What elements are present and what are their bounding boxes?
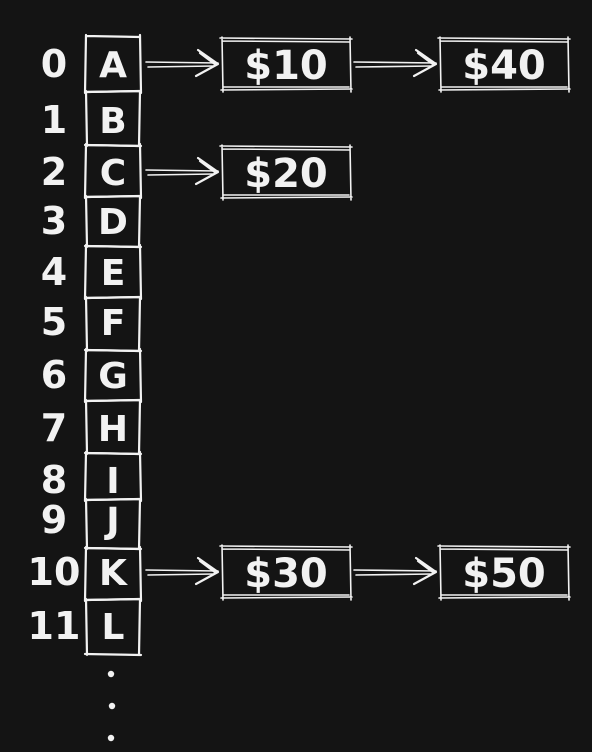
node-value: $20 <box>244 151 328 197</box>
bucket-cell-border <box>83 497 143 551</box>
index-label-10: 10 <box>28 550 81 594</box>
arrow-shaft <box>145 61 219 68</box>
bucket-cell-a: A <box>83 33 143 95</box>
node-value: $40 <box>462 43 546 89</box>
bucket-cell-border <box>83 545 143 603</box>
bucket-cell-e: E <box>83 243 143 301</box>
bucket-key-l: L <box>102 607 125 648</box>
arrow-shaft <box>145 569 219 576</box>
bucket-cell-border <box>83 450 143 503</box>
linked-node-usd-10: $10 <box>219 36 353 93</box>
arrow-shaft <box>353 569 437 576</box>
chain-arrow <box>145 48 220 78</box>
chain-arrow <box>145 556 220 586</box>
index-column: 0 1 2 3 4 5 6 7 89 10 11 <box>28 42 81 648</box>
chain-arrow <box>353 48 438 78</box>
bucket-cell-k: K <box>83 545 143 603</box>
bucket-cell-j: J <box>83 497 143 551</box>
index-label-9: 9 <box>41 498 67 542</box>
index-label-0: 0 <box>41 42 67 86</box>
node-border <box>219 36 353 93</box>
bucket-cell-f: F <box>83 295 143 353</box>
bucket-cell-border <box>83 142 143 200</box>
index-label-4: 4 <box>41 250 67 294</box>
bucket-key-c: C <box>100 153 126 194</box>
ellipsis-dot <box>107 734 115 742</box>
arrow-head <box>194 556 220 586</box>
bucket-key-f: F <box>101 303 126 344</box>
index-label-6: 6 <box>41 353 67 397</box>
arrow-head <box>412 48 438 78</box>
index-label-11: 11 <box>28 604 81 648</box>
node-border <box>219 144 353 201</box>
ellipsis-dot <box>108 702 116 710</box>
ellipsis-dot <box>107 670 115 678</box>
chains: $10 $40 $20 $30 $50 <box>145 36 571 601</box>
bucket-cell-border <box>83 295 143 353</box>
continuation-dots <box>107 670 116 742</box>
bucket-cell-h: H <box>83 398 143 456</box>
bucket-cell-b: B <box>83 89 143 148</box>
arrow-head <box>194 156 220 186</box>
bucket-key-k: K <box>99 553 128 594</box>
linked-node-usd-20: $20 <box>219 144 353 201</box>
index-label-5: 5 <box>41 300 67 344</box>
index-label-7: 7 <box>41 406 67 450</box>
node-border <box>437 36 571 93</box>
bucket-cell-c: C <box>83 142 143 200</box>
arrow-head <box>194 48 220 78</box>
bucket-cell-i: I <box>83 450 143 503</box>
bucket-cell-border <box>83 89 143 148</box>
arrow-shaft <box>145 169 219 176</box>
bucket-key-d: D <box>98 202 128 243</box>
bucket-cell-border <box>83 398 143 456</box>
bucket-key-e: E <box>101 253 126 294</box>
index-label-2: 2 <box>41 150 67 194</box>
bucket-key-g: G <box>98 356 128 397</box>
index-label-3: 3 <box>41 199 67 243</box>
linked-node-usd-30: $30 <box>219 544 353 601</box>
bucket-cell-border <box>83 194 143 249</box>
chain-arrow <box>353 556 438 586</box>
node-border <box>219 544 353 601</box>
chain-bucket-2: $20 <box>145 144 353 201</box>
bucket-key-b: B <box>99 101 126 142</box>
bucket-key-j: J <box>103 501 119 542</box>
node-value: $30 <box>244 551 328 597</box>
bucket-cell-g: G <box>83 347 143 404</box>
linked-node-usd-50: $50 <box>437 544 571 601</box>
arrow-head <box>412 556 438 586</box>
index-label-1: 1 <box>41 98 67 142</box>
bucket-cell-border <box>83 33 143 95</box>
bucket-cell-d: D <box>83 194 143 249</box>
bucket-cell-border <box>83 347 143 404</box>
bucket-cell-border <box>83 243 143 301</box>
chain-bucket-0: $10 $40 <box>145 36 571 93</box>
arrow-shaft <box>353 61 437 68</box>
bucket-key-h: H <box>98 409 128 450</box>
bucket-cell-border <box>83 597 143 657</box>
bucket-key-i: I <box>106 461 119 502</box>
index-label-8: 8 <box>41 458 67 502</box>
node-value: $50 <box>462 551 546 597</box>
node-border <box>437 544 571 601</box>
linked-node-usd-40: $40 <box>437 36 571 93</box>
bucket-cell-l: L <box>83 597 143 657</box>
bucket-key-a: A <box>99 45 127 86</box>
chain-bucket-10: $30 $50 <box>145 544 571 601</box>
chain-arrow <box>145 156 220 186</box>
node-value: $10 <box>244 43 328 89</box>
